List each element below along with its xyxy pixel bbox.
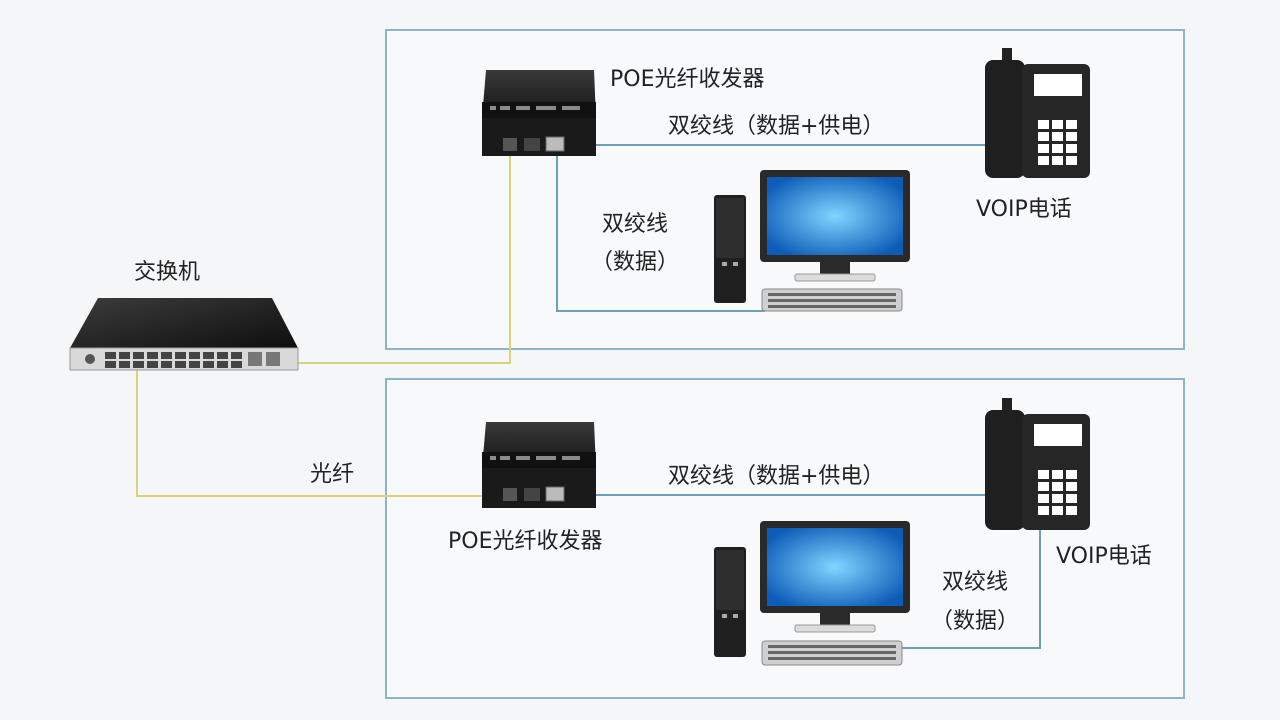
transceiver-bottom-device	[482, 422, 596, 508]
pc-link-top-label-line1: 双绞线	[585, 212, 685, 237]
transceiver-top-device	[482, 70, 596, 156]
voip-phone-top-device	[985, 48, 1090, 178]
voip-phone-bottom-device	[985, 398, 1090, 530]
fiber-label: 光纤	[310, 462, 354, 487]
phone-bottom-label: VOIP电话	[1056, 544, 1152, 569]
pc-top-device	[714, 170, 910, 311]
pc-link-top-label-line2: （数据）	[585, 250, 685, 275]
phone-link-top-label: 双绞线（数据+供电）	[668, 114, 884, 139]
switch-label: 交换机	[134, 260, 200, 285]
switch-device	[70, 298, 298, 370]
pc-bottom-device	[714, 521, 910, 665]
phone-top-label: VOIP电话	[976, 197, 1072, 222]
transceiver-bottom-label: POE光纤收发器	[448, 529, 602, 554]
pc-link-bottom-label-line2: （数据）	[925, 609, 1025, 634]
transceiver-top-label: POE光纤收发器	[610, 67, 764, 92]
pc-link-bottom-label-line1: 双绞线	[925, 570, 1025, 595]
fiber-cable-top	[288, 150, 510, 363]
phone-link-bottom-label: 双绞线（数据+供电）	[668, 464, 884, 489]
